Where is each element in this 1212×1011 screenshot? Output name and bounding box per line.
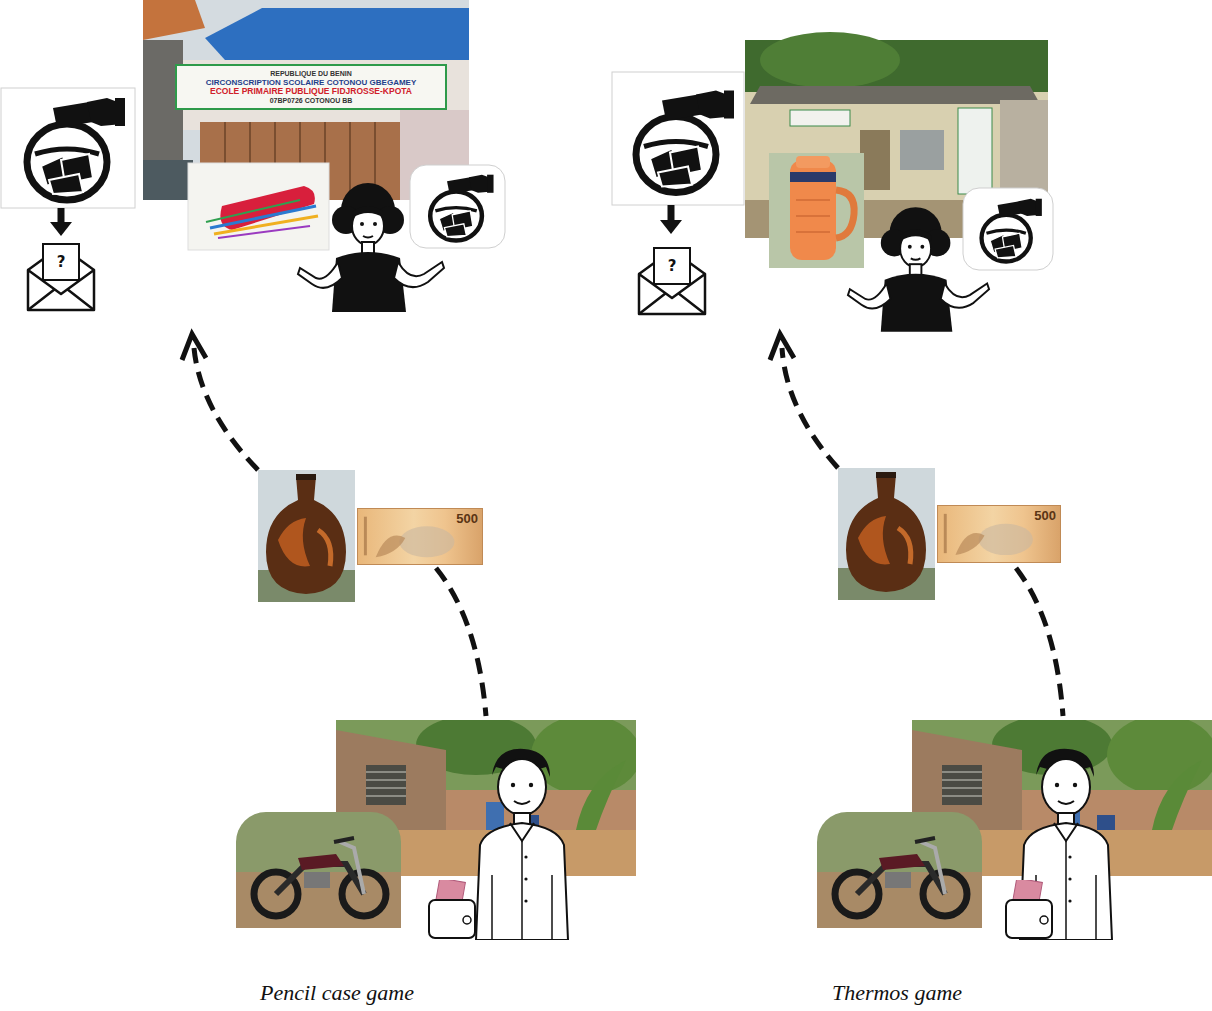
jar-photo xyxy=(258,470,355,602)
banknote-value: 500 xyxy=(456,512,478,526)
lottery-icon xyxy=(27,98,125,200)
dashed-line xyxy=(1016,568,1063,716)
arrow-head xyxy=(770,334,794,360)
motorbike-photo xyxy=(236,812,401,928)
envelope: ? xyxy=(25,240,97,312)
small-lottery-box xyxy=(410,165,505,248)
down-arrow-head xyxy=(50,222,72,236)
dashed-arrow xyxy=(194,348,258,470)
panel-caption: Thermos game xyxy=(832,980,962,1006)
small-lottery-box xyxy=(963,188,1053,270)
pencil-case-panel xyxy=(1,0,641,940)
pencil-case-photo xyxy=(188,163,329,250)
school-sign: REPUBLIQUE DU BENINCIRCONSCRIPTION SCOLA… xyxy=(175,64,447,110)
dashed-line xyxy=(436,568,486,716)
sign-text: REPUBLIQUE DU BENIN xyxy=(270,69,352,78)
wallet-icon xyxy=(429,878,475,938)
envelope-icon xyxy=(25,240,97,312)
envelope-mark: ? xyxy=(668,258,677,274)
wallet-icon xyxy=(1006,878,1052,938)
banknote: 500 xyxy=(937,505,1061,563)
down-arrow-head xyxy=(660,220,682,234)
down-arrow xyxy=(58,208,65,224)
thermos-panel xyxy=(612,32,1212,940)
father-figure xyxy=(476,749,568,940)
small-lottery-icon xyxy=(982,199,1042,262)
sign-text: 07BP0726 COTONOU BB xyxy=(270,96,353,105)
motorbike-photo xyxy=(817,812,982,928)
jar-photo xyxy=(838,468,935,600)
lottery-box xyxy=(1,88,135,208)
banknote-value: 500 xyxy=(1034,509,1056,523)
thermos-photo xyxy=(769,153,864,268)
small-lottery-icon xyxy=(430,175,493,241)
envelope: ? xyxy=(636,244,708,316)
lottery-icon xyxy=(636,91,734,193)
envelope-icon xyxy=(636,244,708,316)
sign-text: CIRCONSCRIPTION SCOLAIRE COTONOU GBEGAME… xyxy=(206,78,417,87)
lottery-box xyxy=(612,72,744,205)
banknote: 500 xyxy=(357,508,483,565)
sign-text: ECOLE PRIMAIRE PUBLIQUE FIDJROSSE-KPOTA xyxy=(210,87,412,96)
dashed-arrow xyxy=(782,348,838,468)
arrow-head xyxy=(182,334,206,360)
panel-caption: Pencil case game xyxy=(260,980,414,1006)
envelope-mark: ? xyxy=(57,254,66,270)
down-arrow xyxy=(668,205,675,222)
